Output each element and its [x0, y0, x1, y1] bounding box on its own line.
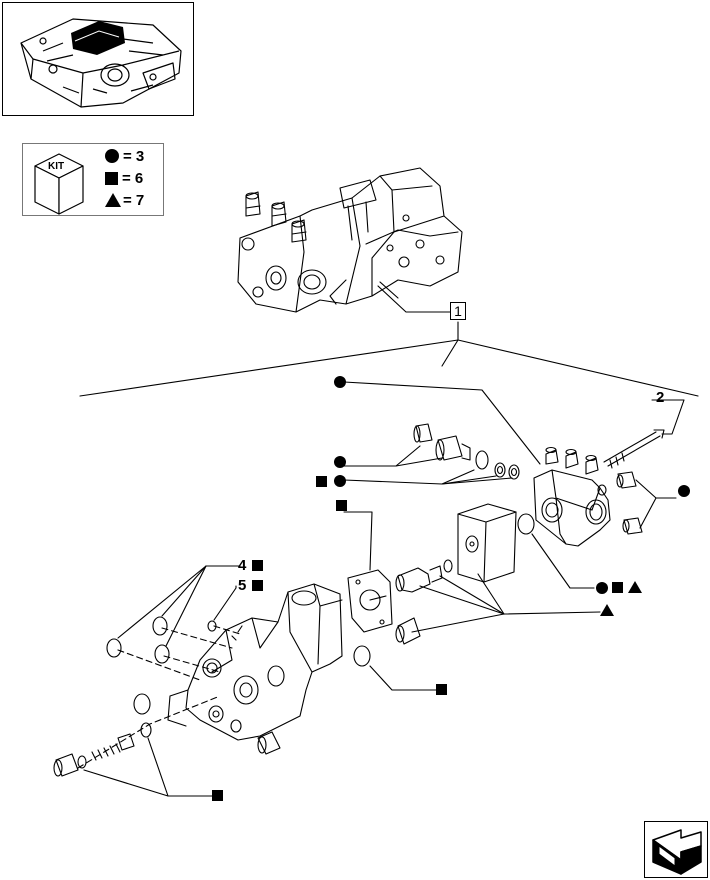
assembly-thumbnail-drawing	[20, 18, 182, 108]
callout-1: 1	[450, 302, 466, 320]
kit-count-square: = 6	[122, 170, 144, 187]
square-icon	[105, 172, 118, 185]
callout-5: 5	[238, 577, 247, 594]
kit-count-triangle: = 7	[123, 192, 145, 209]
next-page-arrow-icon	[652, 829, 702, 875]
kit-row-square: = 6	[105, 170, 143, 187]
kit-circle-marker	[334, 376, 346, 388]
kit-label: KIT	[48, 161, 65, 172]
kit-triangle-marker	[600, 604, 614, 616]
kit-circle-marker	[334, 456, 346, 468]
kit-square-marker	[252, 560, 263, 571]
kit-square-marker	[212, 790, 223, 801]
kit-triangle-marker	[628, 581, 642, 593]
circle-icon	[105, 149, 119, 163]
kit-circle-marker	[596, 582, 608, 594]
triangle-icon	[105, 193, 121, 207]
kit-square-marker	[316, 476, 327, 487]
kit-circle-marker	[678, 485, 690, 497]
manifold-block	[457, 503, 517, 583]
cube-icon	[34, 153, 84, 215]
kit-square-marker	[612, 582, 623, 593]
valve-section-right	[533, 446, 611, 547]
kit-row-circle: = 3	[105, 148, 144, 165]
next-page-button[interactable]	[644, 821, 708, 878]
kit-row-triangle: = 7	[105, 192, 144, 209]
valve-body-left	[133, 583, 343, 741]
kit-square-marker	[336, 500, 347, 511]
kit-square-marker	[252, 580, 263, 591]
kit-square-marker	[436, 684, 447, 695]
kit-count-circle: = 3	[123, 148, 145, 165]
assembled-valve	[237, 167, 463, 313]
callout-2: 2	[656, 389, 665, 406]
kit-legend: KIT = 3 = 6 = 7	[22, 143, 164, 216]
location-thumbnail	[2, 2, 194, 116]
callout-4: 4	[238, 557, 247, 574]
kit-circle-marker	[334, 475, 346, 487]
